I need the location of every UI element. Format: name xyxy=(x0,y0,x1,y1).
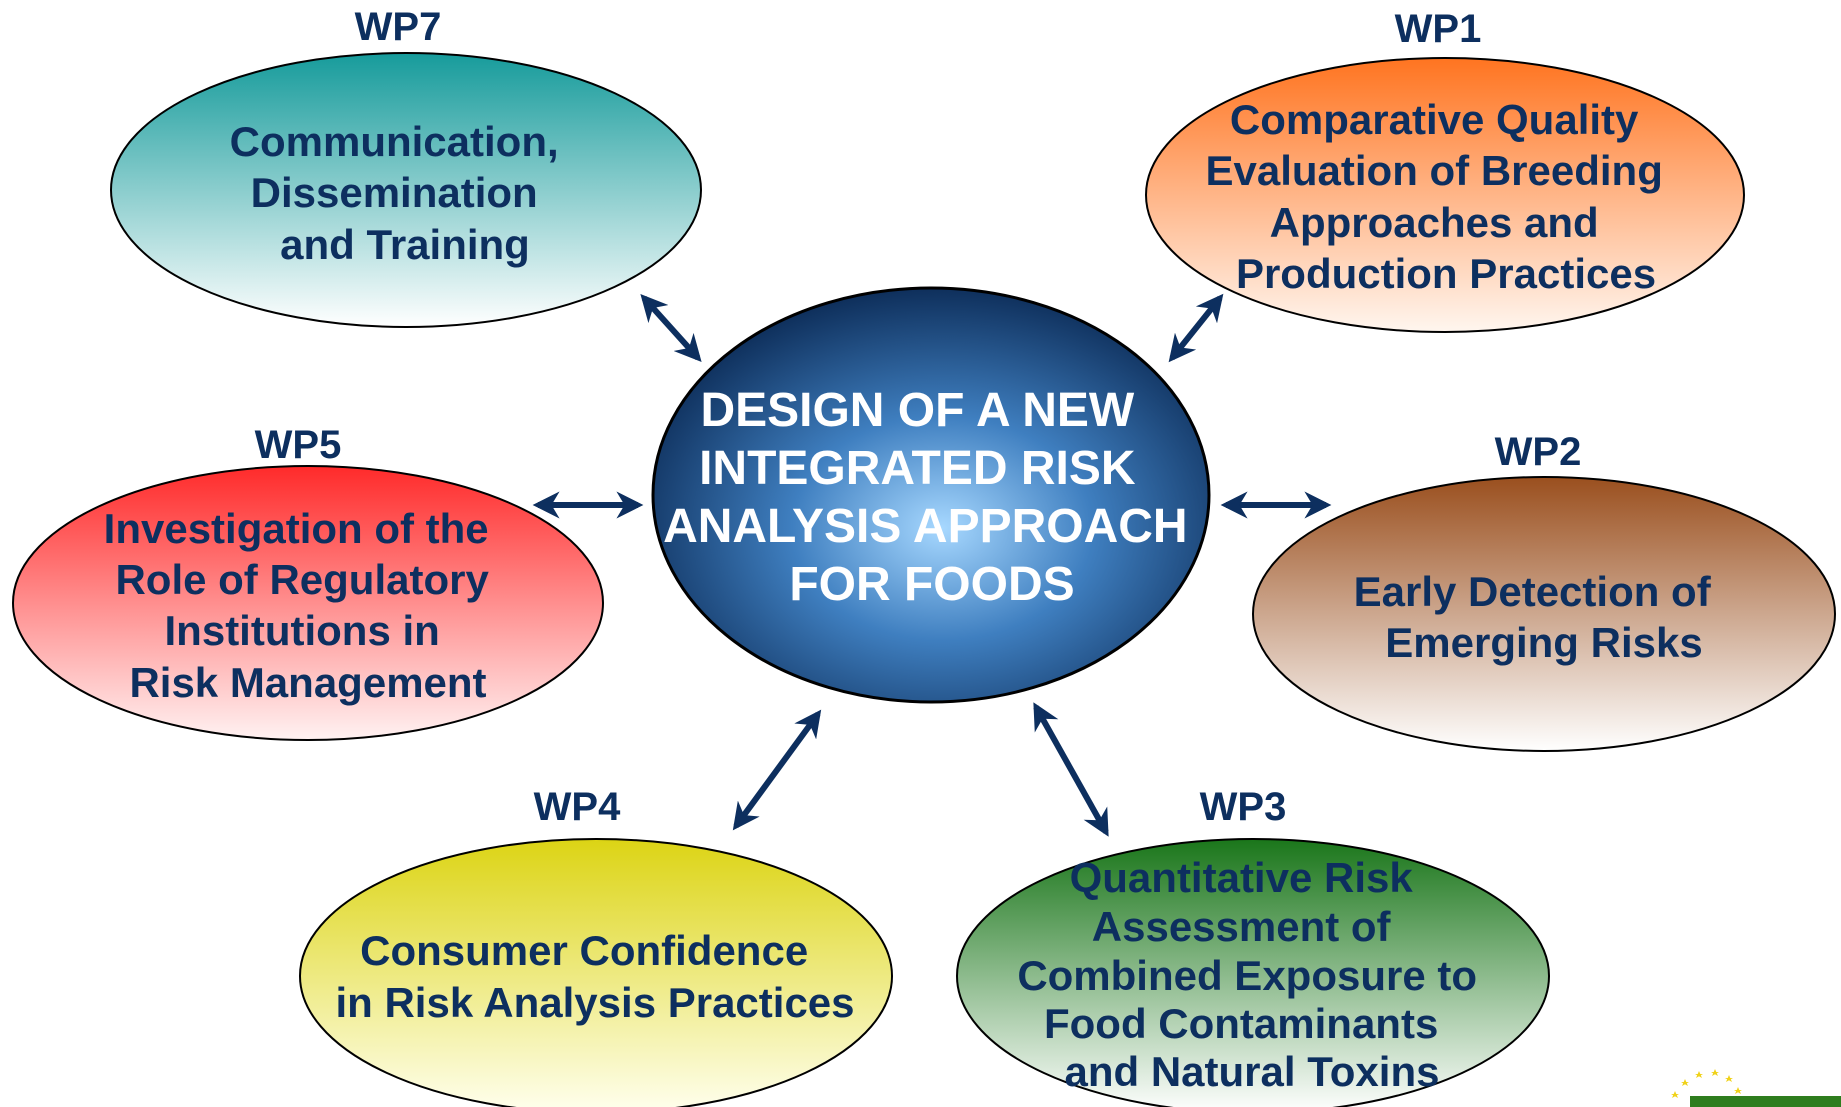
wp4-label: WP4 xyxy=(534,785,621,829)
wp2-node: WP2 Early Detection of Emerging Risks xyxy=(1252,430,1836,752)
wp4-description: Consumer Confidence in Risk Analysis Pra… xyxy=(335,927,854,1026)
wp5-ellipse xyxy=(12,465,604,741)
wp1-node: WP1 Comparative Quality Evaluation of Br… xyxy=(1145,7,1745,333)
wp3-ellipse xyxy=(956,838,1550,1107)
arrow-wp4 xyxy=(732,709,822,831)
wp3-label: WP3 xyxy=(1200,785,1287,829)
wp3-description: Quantitative Risk Assessment of Combined… xyxy=(1017,854,1488,1095)
wp7-label: WP7 xyxy=(355,5,442,49)
wp4-ellipse xyxy=(299,838,893,1107)
wp7-node: WP7 Communication, Dissemination and Tra… xyxy=(110,5,702,328)
arrow-wp1 xyxy=(1168,293,1224,363)
wp3-node: WP3 Quantitative Risk Assessment of Comb… xyxy=(956,785,1550,1107)
wp5-node: WP5 Investigation of the Role of Regulat… xyxy=(12,423,604,741)
wp5-label: WP5 xyxy=(255,423,342,467)
wp7-description: Communication, Dissemination and Trainin… xyxy=(230,118,571,268)
wp7-ellipse xyxy=(110,52,702,328)
wp2-label: WP2 xyxy=(1495,430,1582,474)
wp5-description: Investigation of the Role of Regulatory … xyxy=(104,505,501,706)
arrow-wp7 xyxy=(640,293,702,363)
wp1-label: WP1 xyxy=(1395,7,1482,51)
center-title: DESIGN OF A NEW INTEGRATED RISK ANALYSIS… xyxy=(663,384,1201,611)
wp1-description: Comparative Quality Evaluation of Breedi… xyxy=(1205,96,1674,297)
center-node: DESIGN OF A NEW INTEGRATED RISK ANALYSIS… xyxy=(651,286,1211,704)
eu-stars-logo-icon xyxy=(1671,1069,1841,1107)
arrow-wp3 xyxy=(1033,702,1109,837)
connector-arrows xyxy=(532,293,1332,837)
wp1-ellipse xyxy=(1145,57,1745,333)
wp2-ellipse xyxy=(1252,476,1836,752)
center-ellipse xyxy=(651,286,1211,704)
wp2-description: Early Detection of Emerging Risks xyxy=(1354,568,1723,666)
wp4-node: WP4 Consumer Confidence in Risk Analysis… xyxy=(299,785,893,1107)
